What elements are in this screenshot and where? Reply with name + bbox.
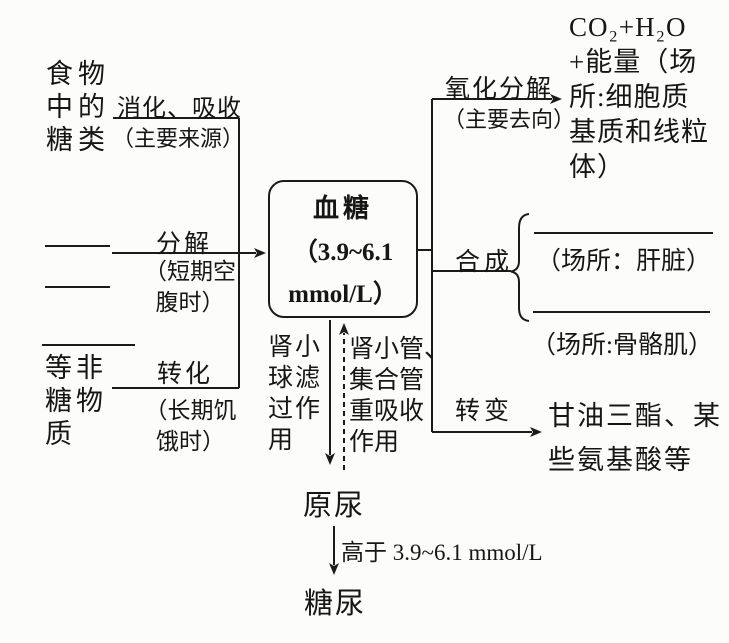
digest-note: （主要来源） [112, 126, 245, 151]
filtration-label-line: 肾小 [268, 334, 323, 361]
reabsorption-label-line: 集合管 [349, 367, 425, 394]
food-source-line: 糖类 [46, 125, 110, 155]
oxidation-product-line: CO₂+H₂O [569, 12, 687, 42]
transform-product: 甘油三酯、某 些氨基酸等 [548, 394, 722, 482]
breakdown-label: 分解 [156, 231, 213, 258]
filtration-label-line: 球滤 [268, 365, 323, 392]
blood-glucose-range: （3.9~6.1 [292, 238, 394, 266]
food-source-line: 中的 [46, 92, 110, 122]
convert-note-line: 饿时） [156, 429, 225, 454]
blood-glucose-title: 血糖 [312, 194, 373, 224]
filtration-label-line: 用 [268, 427, 296, 454]
synthesis-brace [510, 213, 530, 322]
transform-product-line: 些氨基酸等 [548, 445, 693, 475]
transform-product-line: 甘油三酯、某 [548, 401, 722, 431]
transform-label: 转变 [455, 398, 514, 425]
breakdown-note-line: 腹时） [155, 290, 225, 315]
nonsugar-line: 质 [45, 419, 76, 449]
nonsugar-line: 糖物 [45, 386, 107, 416]
filtration-label-line: 过作 [268, 396, 323, 423]
synthesis-site1: （场所：肝脏） [536, 248, 712, 275]
oxidation-product-line: +能量（场 [569, 47, 698, 77]
threshold-label: 高于 3.9~6.1 mmol/L [341, 540, 543, 565]
oxidation-product-line: 基质和线粒 [569, 117, 709, 147]
oxidation-product: CO₂+H₂O +能量（场 所:细胞质 基质和线粒 体） [569, 10, 709, 185]
convert-note: （长期饥 饿时） [133, 395, 248, 457]
reabsorption-label: 肾小管、 集合管 重吸收 作用 [349, 334, 449, 458]
oxidation-product-line: 体） [569, 152, 625, 182]
oxidation-label: 氧化分解 [445, 76, 554, 103]
nonsugar-line: 等非 [45, 353, 107, 383]
primary-urine-label: 原尿 [303, 490, 366, 522]
digest-label: 消化、吸收 [117, 96, 242, 122]
convert-label: 转化 [157, 361, 214, 388]
blood-glucose-box: 血糖 （3.9~6.1 mmol/L） [268, 180, 418, 318]
oxidation-product-line: 所:细胞质 [569, 82, 690, 112]
food-source-label: 食物 中的 糖类 [46, 58, 110, 157]
food-source-line: 食物 [46, 59, 110, 89]
oxidation-note: （主要去向） [443, 107, 576, 132]
filtration-label: 肾小 球滤 过作 用 [268, 332, 322, 456]
reabsorption-label-line: 肾小管、 [349, 336, 450, 363]
glycosuria-label: 糖尿 [304, 588, 367, 620]
breakdown-note-line: （短期空 [144, 259, 236, 284]
blood-glucose-unit: mmol/L） [288, 280, 398, 308]
convert-note-line: （长期饥 [144, 398, 237, 423]
reabsorption-label-line: 重吸收 [349, 398, 425, 425]
nonsugar-label: 等非 糖物 质 [45, 352, 107, 451]
breakdown-note: （短期空 腹时） [134, 256, 246, 318]
reabsorption-label-line: 作用 [349, 429, 400, 456]
synthesis-label: 合成 [455, 249, 514, 276]
synthesis-site2: （场所:骨骼肌） [531, 332, 713, 359]
